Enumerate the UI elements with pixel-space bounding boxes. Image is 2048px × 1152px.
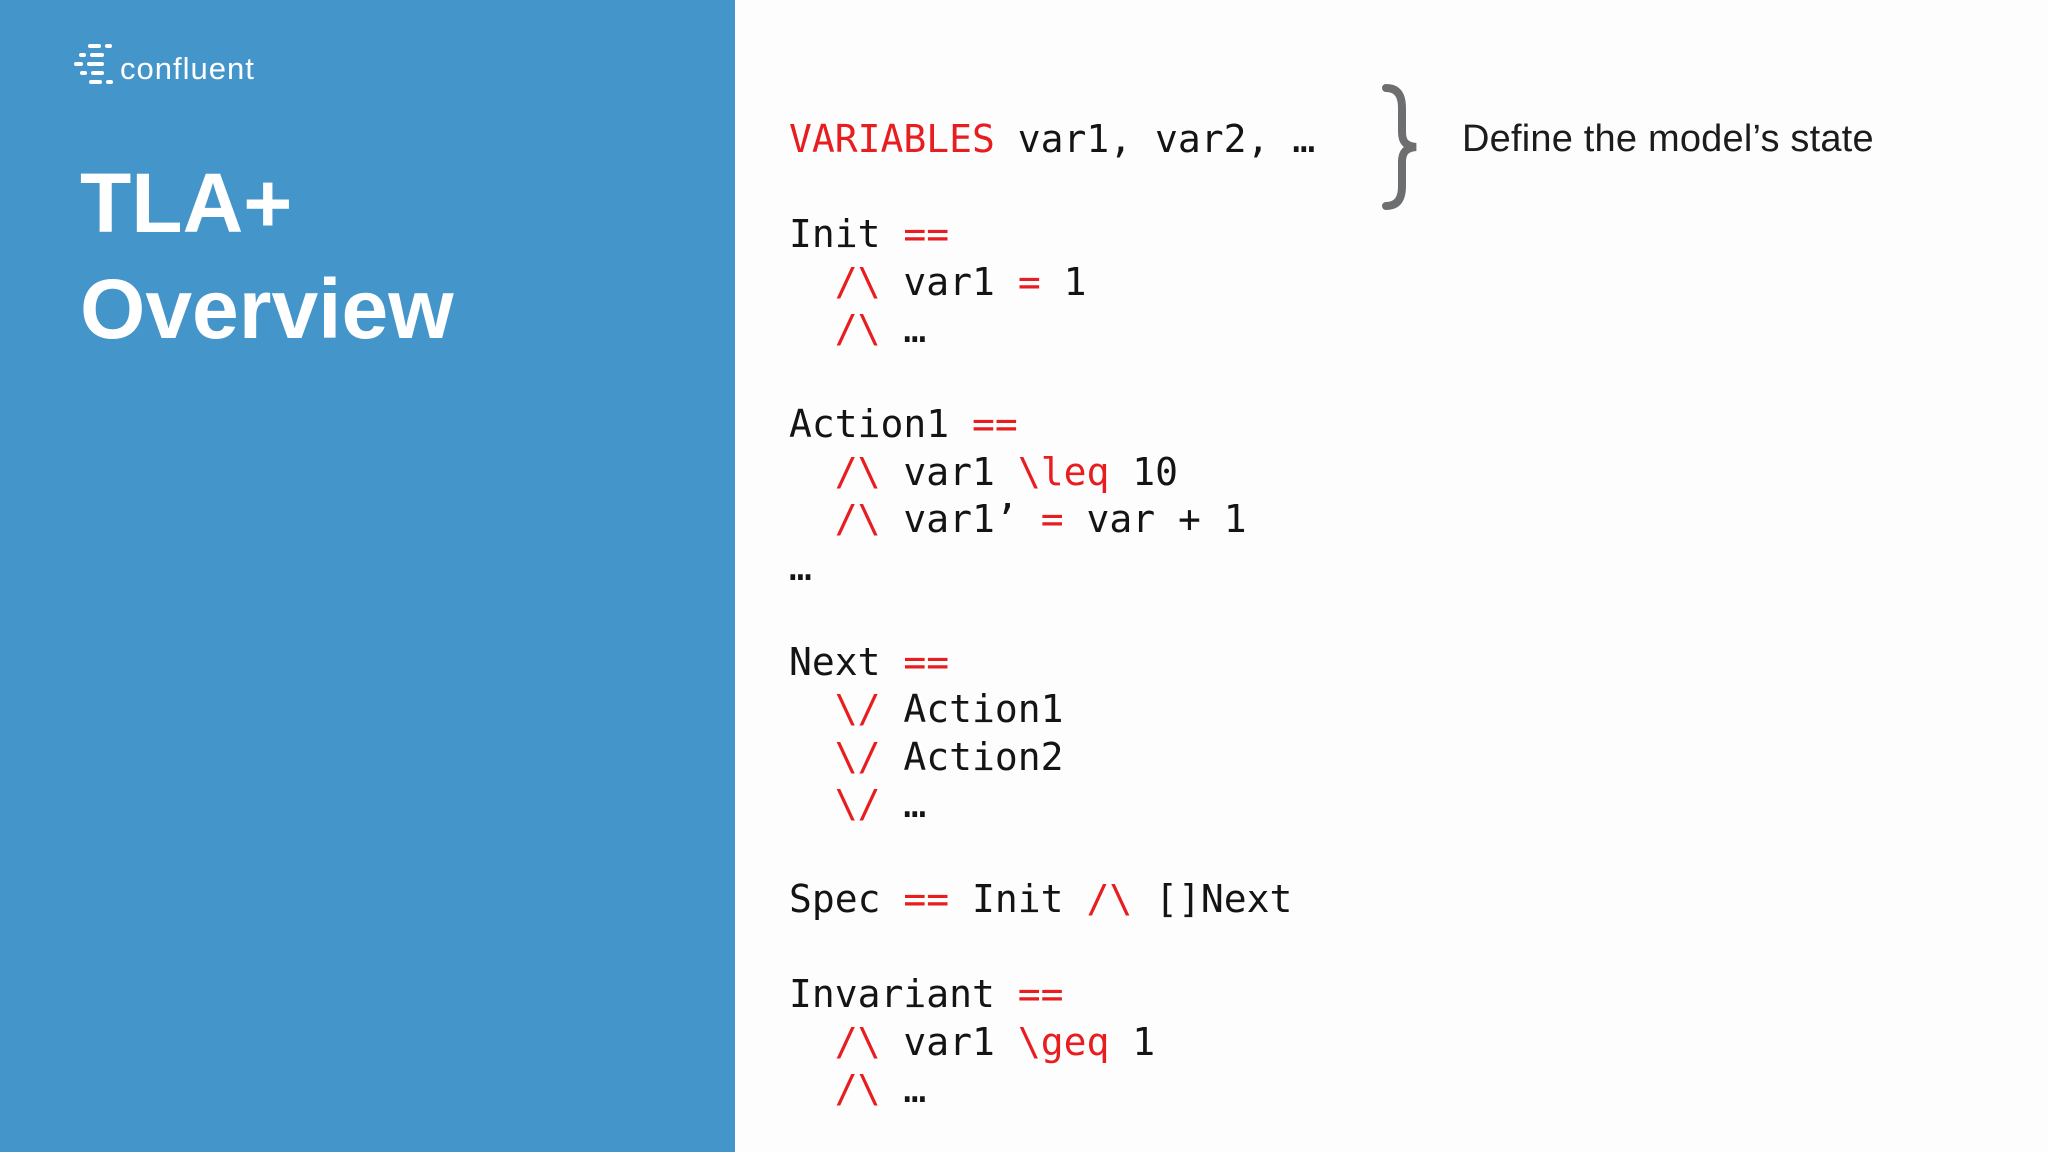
code-line: /\ var1’ = var + 1 bbox=[834, 497, 1247, 541]
slide-title-line1: TLA+ bbox=[80, 156, 293, 250]
code-line: \/ Action2 bbox=[834, 734, 1064, 779]
confluent-logo-text: confluent bbox=[120, 50, 255, 86]
title-panel: confluent TLA+ Overview bbox=[0, 0, 735, 1152]
slide-title: TLA+ Overview bbox=[80, 150, 454, 362]
code-block: VARIABLES var1, var2, … Init == /\ var1 … bbox=[789, 116, 1315, 1114]
code-line: /\ … bbox=[834, 307, 927, 351]
code-line: Action1 == bbox=[789, 402, 1018, 446]
code-line: /\ var1 = 1 bbox=[834, 259, 1087, 304]
code-line bbox=[789, 164, 1315, 212]
code-line: /\ var1 \leq 10 bbox=[834, 449, 1178, 494]
code-line: Spec == Init /\ []Next bbox=[789, 877, 1293, 921]
code-line bbox=[789, 591, 1315, 639]
code-line: VARIABLES var1, var2, … bbox=[789, 117, 1316, 161]
code-line bbox=[789, 924, 1315, 972]
annotation-text: Define the model’s state bbox=[1462, 118, 1874, 160]
brace-icon bbox=[1378, 84, 1426, 210]
code-line: /\ … bbox=[834, 1067, 927, 1111]
code-line: Invariant == bbox=[789, 972, 1064, 1016]
code-line: Next == bbox=[789, 639, 950, 684]
code-line: … bbox=[789, 544, 812, 589]
confluent-logo-icon bbox=[74, 44, 113, 84]
slide-title-line2: Overview bbox=[80, 262, 454, 356]
code-line: Init == bbox=[789, 212, 950, 256]
code-line: \/ … bbox=[834, 782, 927, 826]
code-line bbox=[789, 354, 1315, 402]
code-line bbox=[789, 829, 1315, 877]
code-line: /\ var1 \geq 1 bbox=[834, 1019, 1156, 1064]
code-line: \/ Action1 bbox=[834, 687, 1064, 731]
confluent-logo: confluent bbox=[74, 42, 255, 92]
